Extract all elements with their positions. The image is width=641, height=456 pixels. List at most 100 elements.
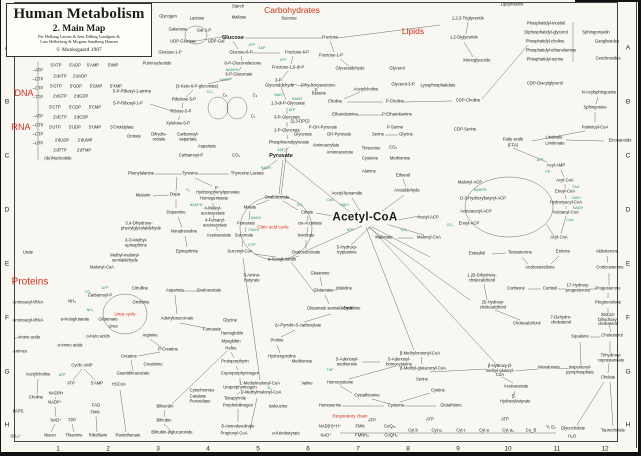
metabolite-label: 5'UDP xyxy=(69,124,81,130)
metabolite-label: 2'dCDP xyxy=(73,114,89,120)
metabolite-label: Glucose-1-P xyxy=(158,49,182,55)
metabolite-label: Cyt c₁ xyxy=(431,427,443,433)
metabolite-label: Cholate xyxy=(600,374,616,380)
cofactor-label: ATP xyxy=(58,372,66,377)
metabolite-label: Aminoacyl-tRNA xyxy=(12,299,44,305)
metabolite-label: 1,3-di-P-Glycerate xyxy=(271,100,305,106)
metabolite-label: 2'dGDP xyxy=(73,93,89,99)
metabolite-label: Choline xyxy=(28,394,44,400)
metabolite-label: 5'GTP xyxy=(50,83,62,89)
cofactor-label: NADPH xyxy=(189,202,203,207)
metabolite-label: Aminoacyl-tRNA xyxy=(12,317,44,323)
grid-row-e-left: E xyxy=(4,260,10,268)
metabolite-label: L-Amino acids xyxy=(13,334,41,340)
metabolite-label: Estradiol xyxy=(468,250,486,256)
map-border xyxy=(14,2,618,442)
grid-row-a-right: A xyxy=(625,44,631,52)
cofactor-label: NAD⁺ xyxy=(340,202,350,207)
metabolite-label: 5'ATP xyxy=(50,62,62,68)
metabolite-label: Fatty acids xyxy=(502,136,524,142)
metabolite-label: Riboflavin xyxy=(88,432,108,438)
cofactor-label: ATP xyxy=(288,107,296,112)
metabolite-label: Starch xyxy=(231,3,245,9)
metabolite-label: Monoglyceride xyxy=(463,57,491,63)
metabolite-label: 2-P-Glycerate xyxy=(274,127,300,133)
metabolite-label: 5-P-Ribosyl-1-amine xyxy=(112,88,152,94)
cofactor-label: O₂ xyxy=(185,187,191,192)
metabolite-label: 1,2,3-Triglyceride xyxy=(451,15,485,21)
metabolite-label: NAD⁺ xyxy=(320,432,332,438)
metabolite-label: 4-Maleyl-acetoacetate xyxy=(201,205,225,215)
metabolite-label: Alanine xyxy=(362,168,376,174)
metabolite-label: –ATP xyxy=(32,67,44,73)
metabolite-label: Xylulose-5-P xyxy=(166,120,190,126)
metabolite-label: Lysophosphatidate xyxy=(420,82,456,88)
grid-col-1: 1 xyxy=(56,445,60,453)
metabolite-label: 1,2-Diglyceride xyxy=(450,34,478,40)
metabolite-label: Squalene xyxy=(571,333,589,339)
metabolite-label: Enoyl-ACP xyxy=(458,220,480,226)
metabolite-label: β-Methyl-glutaconyl-CoA xyxy=(400,365,446,371)
metabolite-label: P-Ethanolamine xyxy=(382,111,412,117)
metabolite-label: 7-Dehydro-cholesterol xyxy=(550,314,572,324)
metabolite-label: Oxaloacetate xyxy=(196,287,222,293)
metabolite-label: Glycine xyxy=(399,131,413,137)
metabolite-label: –GTP xyxy=(32,122,44,128)
metabolite-label: Glucose xyxy=(221,34,245,41)
metabolite-label: Ornithine xyxy=(343,305,361,311)
metabolite-label: Protoporphyrin xyxy=(221,358,249,364)
metabolite-label: Galactose xyxy=(168,26,188,32)
metabolite-label: Cholecalciferol xyxy=(513,320,541,326)
metabolite-label: Mevalonate xyxy=(538,364,560,370)
cofactor-label: FADH₂ xyxy=(248,227,260,232)
metabolite-label: Serine xyxy=(371,131,385,137)
cofactor-label: ATP xyxy=(346,227,354,232)
metabolite-label: –TTP xyxy=(32,94,44,100)
metabolite-label: Aspartate xyxy=(166,287,184,293)
page-edge-top xyxy=(575,0,641,2)
metabolite-label: Niacin xyxy=(44,432,56,438)
metabolite-label: Androstendione xyxy=(525,264,555,270)
metabolite-label: Pyruvate xyxy=(269,152,293,159)
metabolite-label: C₃ xyxy=(252,92,258,98)
grid-col-8: 8 xyxy=(406,445,410,453)
metabolite-label: 2'dUDP xyxy=(54,137,70,143)
metabolite-label: Isocitrate xyxy=(297,232,315,238)
metabolite-label: Propionyl-CoA xyxy=(220,430,248,436)
margin-rule xyxy=(636,2,637,448)
metabolite-label: Pregnenolone xyxy=(594,299,622,305)
metabolite-label: 2'dATP xyxy=(53,73,67,79)
metabolite-label: Fructose-6-P xyxy=(284,49,310,55)
cofactor-label: NAD⁺ xyxy=(572,195,582,200)
page-edge-right xyxy=(638,0,641,456)
metabolite-label: Carbamoyl-aspartate xyxy=(177,131,199,141)
metabolite-label: Cyt a₃ xyxy=(502,427,514,433)
cofactor-label: FAD xyxy=(572,184,580,189)
metabolite-label: Purinnucleotide xyxy=(142,60,172,66)
metabolite-label: Cu_B xyxy=(525,427,537,433)
grid-row-b-right: B xyxy=(625,98,631,106)
metabolite-label: Epinephrine xyxy=(175,248,199,254)
metabolite-label: Noradrenaline xyxy=(170,228,198,234)
metabolite-label: Gal-1-P xyxy=(196,27,212,33)
metabolite-label: α-Ketobutyrate xyxy=(272,430,300,436)
metabolite-label: Cortisone xyxy=(507,285,525,291)
grid-row-g-right: G xyxy=(625,368,631,376)
grid-row-d-right: D xyxy=(625,206,631,214)
metabolite-label: Dihydroxyacetone-P xyxy=(301,82,336,92)
metabolite-label: CDP-Serine xyxy=(453,126,477,132)
cofactor-label: CO₂ xyxy=(446,222,454,227)
annotation-label: Citric acid cycle xyxy=(257,224,289,230)
metabolite-label: Pantothenate xyxy=(115,432,141,438)
metabolite-label: 5'CTP xyxy=(49,104,61,110)
cofactor-label: ATP xyxy=(101,285,109,290)
metabolite-label: α-Ketoglutarate xyxy=(267,256,297,262)
metabolite-label: Phosphoenolpyruvate xyxy=(268,139,310,145)
page-edge-bottom xyxy=(0,452,641,456)
metabolite-label: H₂O xyxy=(568,433,576,439)
metabolite-label: Orotate xyxy=(127,133,141,139)
metabolite-label: Aldosterone xyxy=(595,248,619,254)
metabolite-label: UDP-Glucose xyxy=(170,38,196,44)
